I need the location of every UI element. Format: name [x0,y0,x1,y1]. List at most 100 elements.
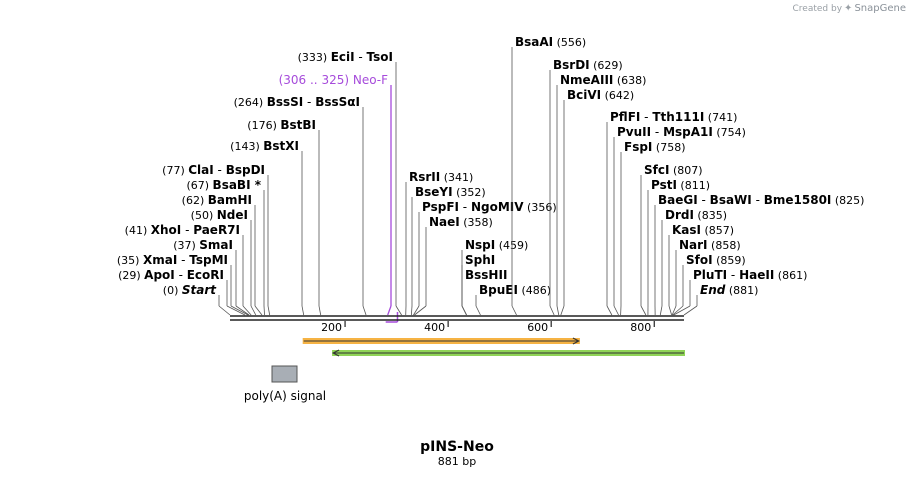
site-position: (835) [694,209,727,222]
enzyme-name: BsaWI [710,193,752,207]
poly-a-signal-legend: poly(A) signal [244,365,326,403]
tick-label: 200 [321,321,342,334]
site-label: (333) EciI - TsoI [298,50,393,64]
site-connector-diagonal [556,305,560,316]
site-position: (143) [230,140,263,153]
scale-tick-800: 800 [630,321,655,334]
site-label: NspI (459) [465,238,528,252]
tick-label: 400 [424,321,445,334]
site-bseyi: BseYI (352) [410,185,486,316]
site-connector-diagonal [263,305,265,316]
site-kasi: KasI (857) [668,223,734,316]
site-label: PstI (811) [651,178,710,192]
site-label: NmeAIII (638) [560,73,646,87]
site-position: (341) [440,171,473,184]
site-position: (629) [590,59,623,72]
site-connector-diagonal [673,305,691,316]
snapgene-credit: Created by ✦ SnapGene [793,3,906,14]
site-connector-diagonal [395,305,402,316]
enzyme-name: SfoI [686,253,713,267]
site-sfoi: SfoI (859) [672,253,746,316]
site-connector-diagonal [267,305,271,316]
enzyme-name: PaeR7I [193,223,240,237]
site-connector-diagonal [410,305,413,316]
scale-tick-200: 200 [321,321,346,334]
site-connector-diagonal [414,305,427,316]
site-position: (825) [831,194,864,207]
site-connector-diagonal [560,305,565,316]
site-label: (37) SmaI [173,238,233,252]
enzyme-name: SfcI [644,163,669,177]
enzyme-name: BpuEI [479,283,518,297]
feature-arrowhead [331,349,340,357]
site-label: (50) NdeI [191,208,248,222]
site-naei: NaeI (358) [414,215,493,316]
site-fspi: FspI (758) [620,140,685,316]
site-label: SfoI (859) [686,253,746,267]
site-separator: - [175,268,187,282]
enzyme-name: ApoI [144,268,175,282]
site-label: SphI [465,253,495,267]
site-start: (0) Start [163,283,231,316]
site-baegi: BaeGI - BsaWI - Bme1580I (825) [654,193,864,316]
enzyme-name: HaeII [739,268,774,282]
site-label: PspFI - NgoMIV (356) [422,200,557,214]
site-position: (741) [704,111,737,124]
site-label: BciVI (642) [567,88,634,102]
enzyme-name: TspMI [189,253,228,267]
site-bpuei: BpuEI (486) [475,283,551,316]
site-label: End (881) [700,283,758,297]
site-position: (881) [725,284,758,297]
site-connector-diagonal [235,305,250,316]
site-psti: PstI (811) [647,178,710,316]
site-label: FspI (758) [624,140,685,154]
site-label: (35) XmaI - TspMI [117,253,228,267]
site-separator: - [214,163,226,177]
feature-layer [302,337,685,357]
site-position: (35) [117,254,143,267]
site-label: (306 .. 325) Neo-F [279,73,389,87]
site-position: (638) [613,74,646,87]
site-position: (861) [774,269,807,282]
tick-label: 600 [527,321,548,334]
enzyme-name: EciI [331,50,355,64]
plasmid-name: pINS-Neo [420,439,494,455]
site-connector-diagonal [606,305,613,316]
site-connector-diagonal [413,305,420,316]
enzyme-name: SphI [465,253,495,267]
site-label: (143) BstXI [230,139,299,153]
sequence-backbone [230,315,684,321]
enzyme-name: XmaI [143,253,177,267]
enzyme-name: BciVI [567,88,601,102]
site-label: SfcI (807) [644,163,703,177]
site-label: BsrDI (629) [553,58,623,72]
enzyme-name: BseYI [415,185,453,199]
site-position: (758) [652,141,685,154]
enzyme-name: PstI [651,178,677,192]
site-label: BaeGI - BsaWI - Bme1580I (825) [658,193,864,207]
site-connector-diagonal [230,305,249,316]
site-bsaai: BsaAI (556) [511,35,586,316]
site-bstxi: (143) BstXI [230,139,305,316]
enzyme-name: Tth111I [652,110,704,124]
site-position: (67) [186,179,212,192]
site-bsabi: (67) BsaBI * [186,178,265,316]
enzyme-name: End [700,283,726,297]
enzyme-name: NarI [679,238,708,252]
enzyme-name: Bme1580I [764,193,832,207]
site-label: (264) BssSI - BssSαI [234,95,360,109]
site-layer: (333) EciI - TsoI (306 .. 325) Neo-F (264)… [117,35,864,323]
site-bstbi: (176) BstBI [247,118,322,316]
site-separator: - [651,125,663,139]
site-label: (67) BsaBI * [186,178,261,192]
site-label: RsrII (341) [409,170,473,184]
site-position: (41) [125,224,151,237]
enzyme-name: EcoRI [187,268,224,282]
site-position: (333) [298,51,331,64]
site-pluti: PluTI - HaeII (861) [673,268,807,316]
site-label: (176) BstBI [247,118,316,132]
site-position: (176) [247,119,280,132]
site-label: PluTI - HaeII (861) [693,268,807,282]
enzyme-name: Start [182,283,217,297]
site-bamhi: (62) BamHI [182,193,263,316]
